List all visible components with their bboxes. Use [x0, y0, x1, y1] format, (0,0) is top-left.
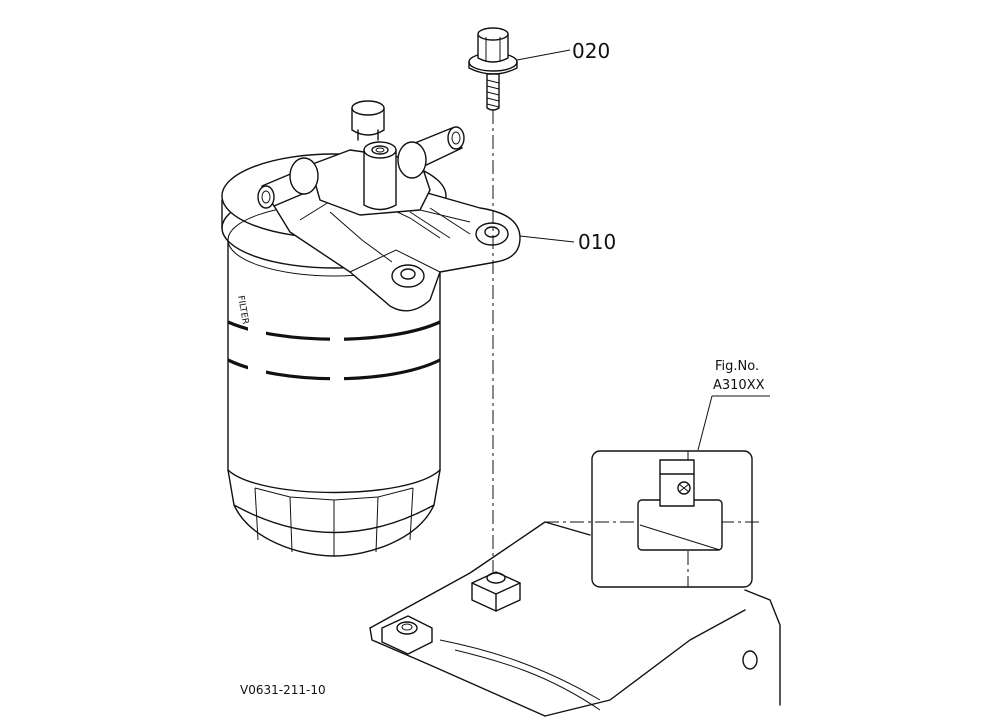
- flange-bolt: [468, 27, 518, 576]
- drawing-code: V0631-211-10: [240, 683, 326, 697]
- filter-head-bracket: [257, 100, 521, 312]
- callout-bracket-number: 010: [578, 230, 616, 254]
- callout-leaders: [516, 49, 770, 451]
- figure-ref-label: Fig.No.: [715, 359, 759, 374]
- figure-ref-number: A310XX: [713, 378, 765, 393]
- engine-mount-base: [369, 521, 781, 717]
- detail-inset: [545, 450, 760, 588]
- square-weld-nut: [471, 571, 521, 612]
- filter-print-text: FILTER: [235, 295, 250, 325]
- callout-bolt-number: 020: [572, 39, 610, 63]
